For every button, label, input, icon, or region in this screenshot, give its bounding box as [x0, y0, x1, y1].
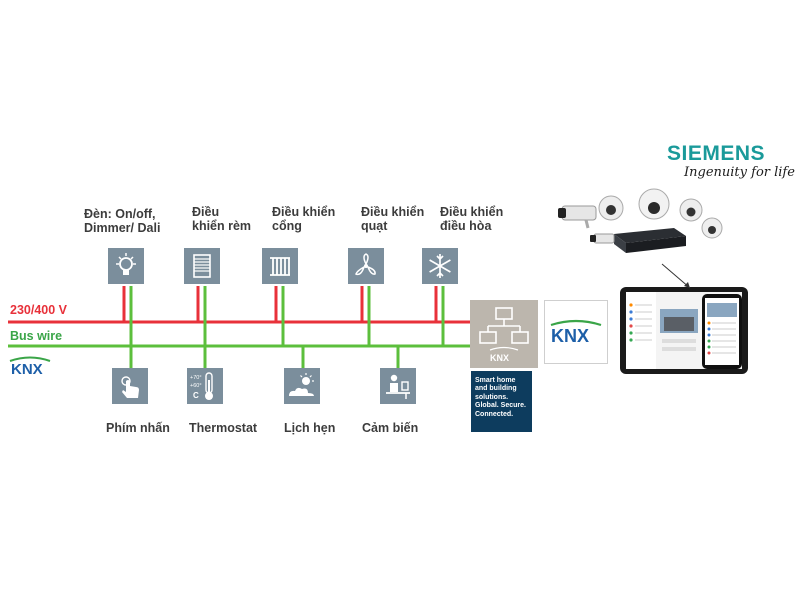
sensor-label-schedule: Lịch hẹn [284, 421, 336, 435]
blinds-icon [184, 248, 220, 284]
gate-icon [262, 248, 298, 284]
bus-wire-label: Bus wire [10, 329, 63, 343]
sensor-connectors [129, 346, 400, 368]
cctv-cameras-icon [556, 186, 726, 271]
svg-text:KNX: KNX [490, 353, 509, 363]
svg-text:KNX: KNX [11, 361, 43, 376]
smart-home-panel: Smart home and building solutions. Globa… [471, 371, 532, 432]
siemens-logo: SIEMENS [667, 142, 766, 165]
actuator-label-blinds: Điều khiển rèm [192, 205, 252, 233]
network-icon: KNX [479, 307, 529, 363]
power-label: 230/400 V [10, 303, 67, 317]
tablet-app-icon [620, 287, 750, 380]
bulb-icon [108, 248, 144, 284]
svg-text:+60°: +60° [190, 383, 202, 389]
snowflake-icon [422, 248, 458, 284]
svg-text:KNX: KNX [551, 326, 589, 346]
knx-gateway: KNX [470, 300, 538, 368]
svg-text:+70°: +70° [190, 375, 202, 381]
sensor-label-thermostat: Thermostat [189, 421, 258, 435]
actuator-label-gate: Điều khiển cổng [272, 205, 336, 233]
brand-slogan: Ingenuity for life [684, 165, 795, 180]
sensor-label-push-button: Phím nhấn [106, 421, 170, 435]
fan-icon [348, 248, 384, 284]
actuator-label-ac: Điều khiển điều hòa [440, 205, 504, 233]
actuator-connectors [122, 286, 445, 346]
camera-tablet-link [661, 263, 691, 289]
push-button-icon [112, 368, 148, 404]
person-desk-icon [380, 368, 416, 404]
thermometer-icon: +70° +60° C [187, 368, 223, 404]
sun-cloud-icon [284, 368, 320, 404]
knx-logo-small: KNX [8, 356, 52, 381]
actuator-label-light: Đèn: On/off, Dimmer/ Dali [84, 207, 161, 235]
knx-badge: KNX [544, 300, 608, 364]
svg-text:C: C [193, 391, 199, 400]
actuator-label-fan: Điều khiển quạt [361, 205, 425, 233]
sensor-label-sensor: Cảm biến [362, 421, 419, 435]
